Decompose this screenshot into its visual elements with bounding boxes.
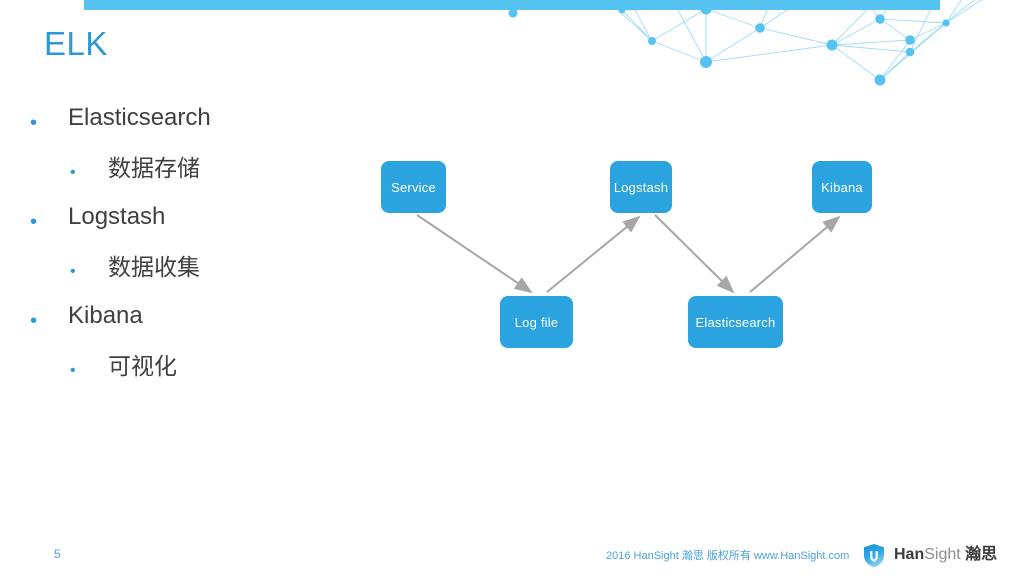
logo-wordmark: HanSight 瀚思 [894, 545, 997, 565]
page-number: 5 [54, 547, 61, 561]
list-item-label: Logstash [68, 203, 166, 230]
list-item-label: 可视化 [108, 353, 177, 379]
diagram-node-label: Elasticsearch [695, 314, 776, 330]
list-item: • 数据收集 [30, 252, 360, 301]
list-item-label: 数据收集 [108, 254, 200, 280]
top-accent-band [84, 0, 940, 10]
diagram-node-log-file[interactable]: Log file [500, 296, 573, 348]
diagram-node-service[interactable]: Service [381, 161, 446, 213]
list-item: • Kibana [30, 301, 360, 351]
diagram-node-kibana[interactable]: Kibana [812, 161, 872, 213]
list-item: • Elasticsearch [30, 103, 360, 153]
edge-elasticsearch-to-kibana [749, 215, 841, 293]
diagram-node-label: Kibana [821, 179, 863, 195]
logo-text-cn: 瀚思 [965, 546, 998, 563]
list-item-label: 数据存储 [108, 155, 200, 181]
list-item: • 可视化 [30, 351, 360, 400]
diagram-edges [416, 214, 841, 294]
bullet-dot-icon: • [30, 112, 38, 134]
hansight-logo: HanSight 瀚思 [862, 542, 997, 568]
edge-service-to-logfile [416, 214, 533, 294]
logo-text-han: Han [894, 546, 925, 563]
shield-icon [864, 543, 884, 567]
bullet-dot-icon: • [70, 164, 76, 181]
bullet-dot-icon: • [70, 263, 76, 280]
page-title: ELK [44, 25, 108, 62]
logo-text-sight: Sight [924, 546, 961, 563]
diagram-node-label: Logstash [613, 179, 669, 195]
list-item-label: Kibana [68, 302, 143, 329]
bullet-list: • Elasticsearch • 数据存储 • Logstash • 数据收集… [30, 103, 360, 400]
edge-logstash-to-elasticsearch [654, 214, 735, 294]
diagram-node-label: Service [391, 179, 436, 195]
edge-logfile-to-logstash [546, 215, 641, 293]
network-decoration-graphic [499, 0, 983, 86]
footer-copyright: 2016 HanSight 瀚思 版权所有 www.HanSight.com [606, 550, 850, 562]
list-item-label: Elasticsearch [68, 104, 211, 131]
list-item: • 数据存储 [30, 153, 360, 202]
bullet-dot-icon: • [70, 362, 76, 379]
diagram-node-elasticsearch[interactable]: Elasticsearch [688, 296, 783, 348]
diagram-node-label: Log file [514, 314, 559, 330]
list-item: • Logstash [30, 202, 360, 252]
elk-flow-diagram: Service Logstash Kibana Log file Elastic… [370, 150, 910, 365]
bullet-dot-icon: • [30, 310, 38, 332]
diagram-node-logstash[interactable]: Logstash [610, 161, 672, 213]
bullet-dot-icon: • [30, 211, 38, 233]
